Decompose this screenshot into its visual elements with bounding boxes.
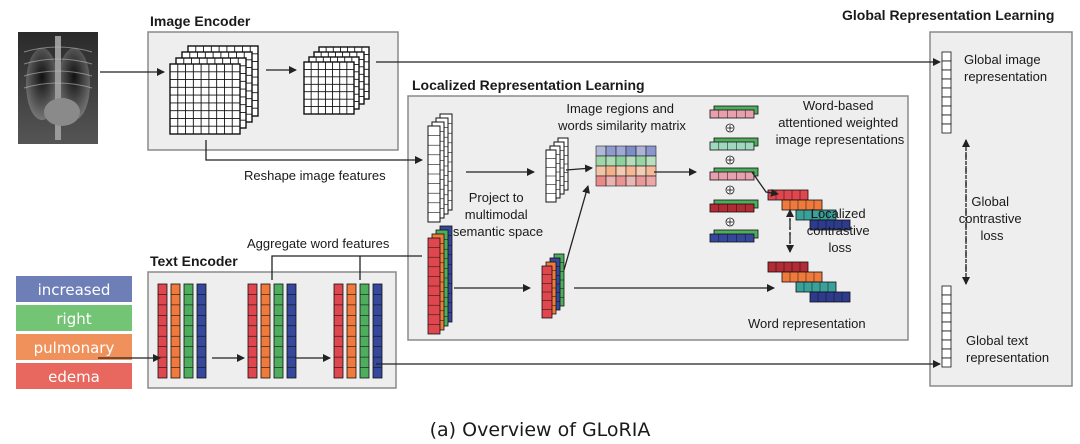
word-based-label: Word-based attentioned weighted image re… [776,98,905,147]
global-loss-label: Global contrastive loss [959,194,1026,243]
aggregated-word-features [427,225,453,335]
word-label: edema [48,368,100,386]
projected-features [541,137,569,319]
similarity-matrix [595,145,657,187]
word-label: right [56,310,91,328]
localized-loss-label: Localized contrastive loss [807,206,874,255]
word-label: pulmonary [34,339,115,357]
figure-caption: (a) Overview of GLoRIA [430,419,651,441]
aggregate-label: Aggregate word features [247,236,390,251]
reshape-label: Reshape image features [244,168,386,183]
global-text-label: Global text representation [966,333,1049,365]
image-feature-grid-small [303,46,370,115]
project-label: Project to multimodal semantic space [453,190,543,239]
word-representation-label: Word representation [748,316,866,331]
reshaped-image-features [427,113,453,223]
arrows [98,58,970,368]
image-encoder-title: Image Encoder [150,13,251,29]
global-section-title: Global Representation Learning [842,7,1054,23]
local-section-title: Localized Representation Learning [412,77,645,93]
global-panel [929,31,1073,387]
word-based-image-representation [767,189,851,231]
text-embedding-columns [157,283,383,379]
word-label: increased [38,281,111,299]
chest-xray-image [18,32,98,144]
word-boxes: increased right pulmonary edema [16,276,132,389]
word-representation-staircase [767,261,851,303]
image-feature-grid-large [169,45,259,135]
global-vectors [941,51,952,368]
global-image-label: Global image representation [964,52,1047,84]
similarity-label: Image regions and words similarity matri… [557,101,686,133]
word-box-right [16,305,132,331]
word-box-edema [16,363,132,389]
attention-weighted-stacks [709,105,759,243]
word-box-increased [16,276,132,302]
text-encoder-title: Text Encoder [150,253,238,269]
word-box-pulmonary [16,334,132,360]
